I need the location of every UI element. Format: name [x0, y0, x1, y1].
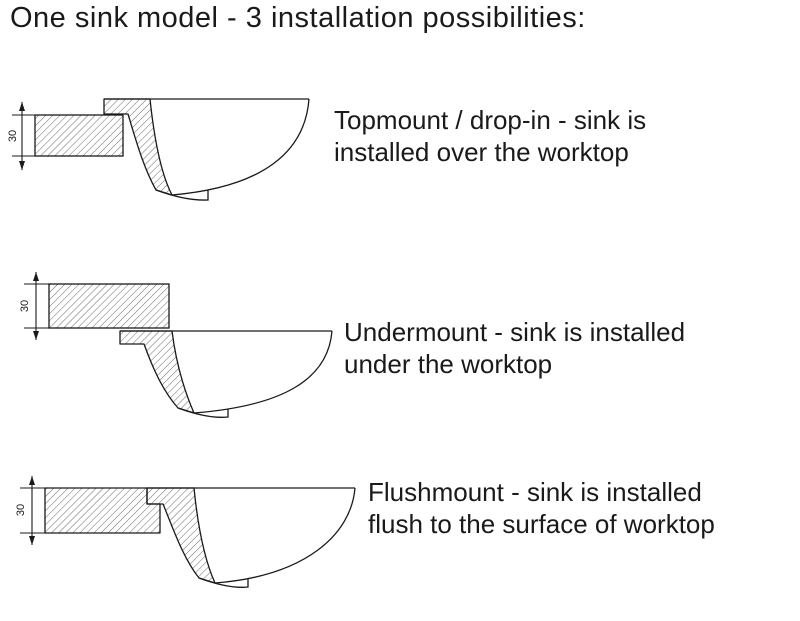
dimension-lines — [12, 102, 36, 170]
bowl-inner-arc — [193, 330, 333, 414]
bowl-inner-arc — [171, 98, 310, 196]
undermount-diagram: 30 — [19, 272, 333, 418]
dimension-lines — [24, 272, 50, 340]
caption-line: under the worktop — [344, 349, 553, 379]
worktop-section — [34, 114, 124, 157]
caption-line: Flushmount - sink is installed — [368, 477, 702, 507]
bowl-outer-bottom-arc — [198, 577, 249, 588]
caption-line: Undermount - sink is installed — [344, 317, 686, 347]
page-title: One sink model - 3 installation possibil… — [10, 2, 586, 34]
flushmount-diagram: 30 — [15, 476, 356, 588]
topmount-diagram: 30 — [7, 98, 310, 201]
sink-wall-section — [119, 330, 195, 414]
dimension-label: 30 — [19, 300, 31, 312]
topmount-caption: Topmount / drop-in - sink is installed o… — [334, 104, 646, 168]
worktop-section — [48, 283, 170, 329]
dimension-lines — [20, 476, 46, 545]
sink-wall-section — [146, 487, 216, 584]
bowl-outer-bottom-arc — [155, 189, 209, 201]
bowl-inner-arc — [214, 487, 356, 584]
caption-line: Topmount / drop-in - sink is — [334, 105, 647, 135]
dimension-label: 30 — [15, 504, 27, 516]
worktop-section — [44, 487, 161, 534]
caption-line: installed over the worktop — [334, 137, 629, 167]
flushmount-caption: Flushmount - sink is installed flush to … — [368, 476, 715, 540]
undermount-caption: Undermount - sink is installed under the… — [344, 316, 685, 380]
dimension-label: 30 — [7, 130, 19, 142]
caption-line: flush to the surface of worktop — [368, 509, 715, 539]
bowl-outer-bottom-arc — [177, 407, 229, 418]
